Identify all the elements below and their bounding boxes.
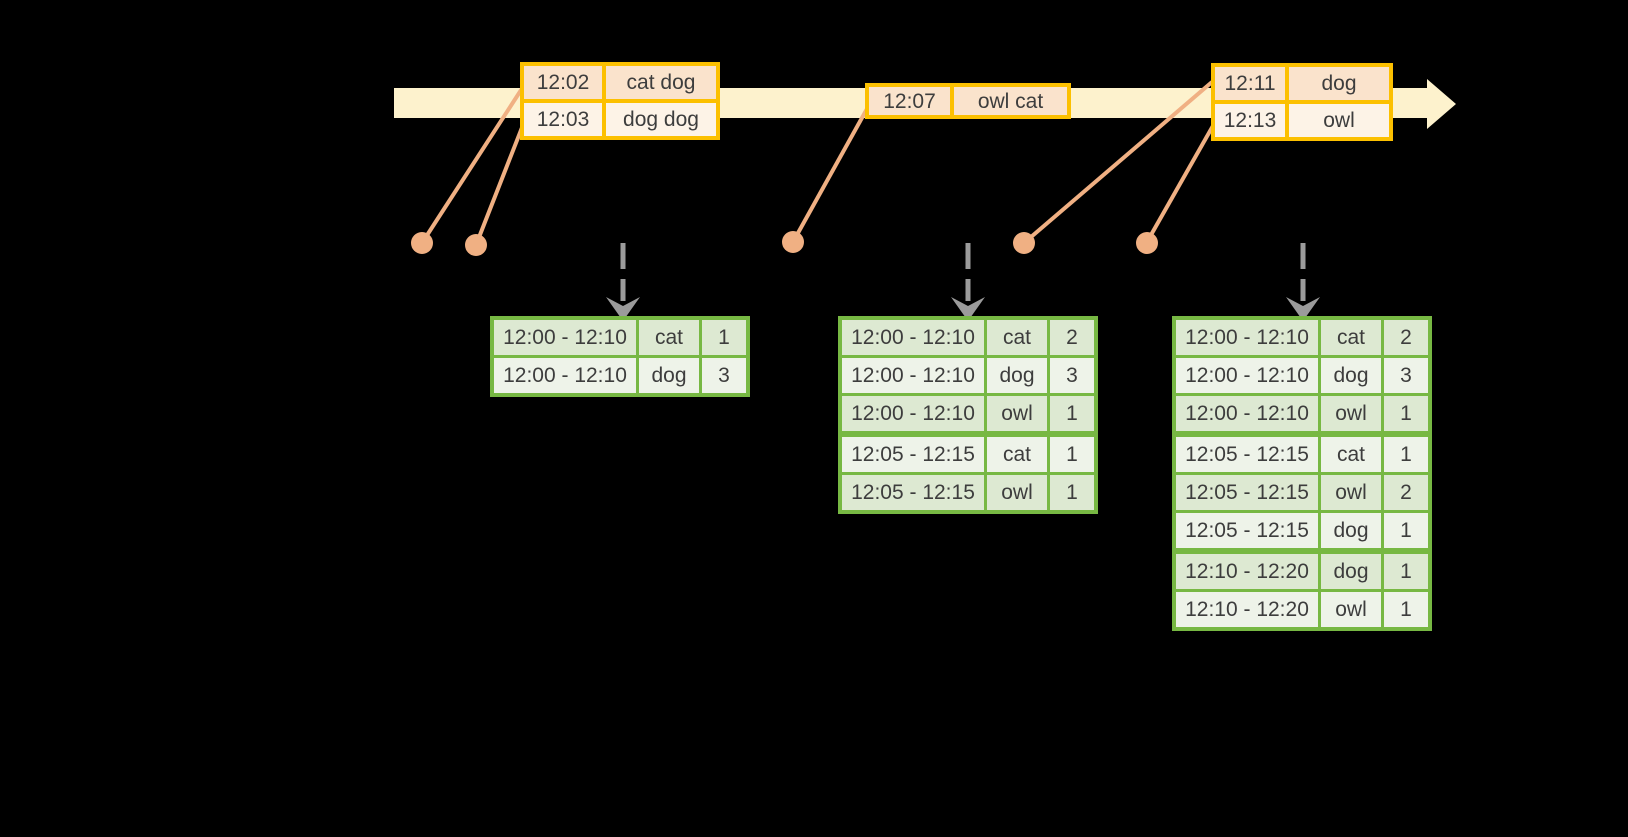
- table-row: 12:00 - 12:10 dog 3: [838, 355, 1098, 396]
- connector-line: [474, 124, 525, 246]
- event-words-cell: owl cat: [950, 83, 1071, 119]
- count-cell: 2: [1047, 316, 1098, 358]
- table-row: 12:05 - 12:15 dog 1: [1172, 510, 1432, 553]
- word-cell: dog: [636, 355, 702, 397]
- table-row: 12:00 - 12:10 dog 3: [490, 355, 750, 397]
- word-cell: owl: [984, 472, 1050, 514]
- input-events-table-3: 12:11 dog 12:13 owl: [1211, 63, 1393, 141]
- count-cell: 1: [1381, 510, 1432, 553]
- input-events-table-2: 12:07 owl cat: [865, 83, 1071, 119]
- event-dot-icon: [1013, 232, 1035, 254]
- count-cell: 1: [1381, 548, 1432, 592]
- table-row: 12:05 - 12:15 cat 1: [1172, 431, 1432, 475]
- table-row: 12:10 - 12:20 dog 1: [1172, 548, 1432, 592]
- word-cell: owl: [1318, 472, 1384, 513]
- table-row: 12:00 - 12:10 cat 2: [838, 316, 1098, 358]
- table-row: 12:07 owl cat: [865, 83, 1071, 119]
- event-words-cell: dog: [1285, 63, 1393, 104]
- count-cell: 1: [699, 316, 750, 358]
- result-counts-table-3: 12:00 - 12:10 cat 2 12:00 - 12:10 dog 3 …: [1172, 316, 1432, 631]
- table-row: 12:02 cat dog: [520, 62, 720, 103]
- table-row: 12:00 - 12:10 cat 1: [490, 316, 750, 358]
- window-cell: 12:05 - 12:15: [838, 472, 987, 514]
- table-row: 12:00 - 12:10 dog 3: [1172, 355, 1432, 396]
- window-cell: 12:00 - 12:10: [1172, 355, 1321, 396]
- event-dot-icon: [1136, 232, 1158, 254]
- count-cell: 1: [1381, 589, 1432, 631]
- count-cell: 1: [1381, 393, 1432, 436]
- window-cell: 12:05 - 12:15: [1172, 510, 1321, 553]
- table-row: 12:00 - 12:10 owl 1: [1172, 393, 1432, 436]
- table-row: 12:05 - 12:15 owl 2: [1172, 472, 1432, 513]
- event-time-cell: 12:07: [865, 83, 954, 119]
- event-time-cell: 12:11: [1211, 63, 1289, 104]
- table-row: 12:03 dog dog: [520, 99, 720, 140]
- table-row: 12:05 - 12:15 cat 1: [838, 431, 1098, 475]
- count-cell: 1: [1381, 431, 1432, 475]
- window-cell: 12:00 - 12:10: [490, 316, 639, 358]
- window-cell: 12:05 - 12:15: [1172, 431, 1321, 475]
- count-cell: 2: [1381, 472, 1432, 513]
- word-cell: owl: [1318, 393, 1384, 436]
- window-cell: 12:00 - 12:10: [838, 316, 987, 358]
- word-cell: cat: [984, 316, 1050, 358]
- word-cell: owl: [984, 393, 1050, 436]
- count-cell: 3: [699, 355, 750, 397]
- event-dot-icon: [782, 231, 804, 253]
- table-row: 12:00 - 12:10 cat 2: [1172, 316, 1432, 358]
- event-time-cell: 12:02: [520, 62, 606, 103]
- event-dot-icon: [465, 234, 487, 256]
- table-row: 12:05 - 12:15 owl 1: [838, 472, 1098, 514]
- window-cell: 12:05 - 12:15: [838, 431, 987, 475]
- event-dot-icon: [411, 232, 433, 254]
- connector-line: [791, 106, 870, 243]
- table-row: 12:13 owl: [1211, 100, 1393, 141]
- count-cell: 2: [1381, 316, 1432, 358]
- word-cell: dog: [1318, 548, 1384, 592]
- word-cell: dog: [1318, 355, 1384, 396]
- word-cell: cat: [636, 316, 702, 358]
- result-counts-table-1: 12:00 - 12:10 cat 1 12:00 - 12:10 dog 3: [490, 316, 750, 397]
- window-cell: 12:10 - 12:20: [1172, 589, 1321, 631]
- table-row: 12:11 dog: [1211, 63, 1393, 104]
- word-cell: cat: [984, 431, 1050, 475]
- count-cell: 1: [1047, 472, 1098, 514]
- word-cell: owl: [1318, 589, 1384, 631]
- event-time-cell: 12:03: [520, 99, 606, 140]
- word-cell: dog: [984, 355, 1050, 396]
- word-cell: cat: [1318, 316, 1384, 358]
- event-words-cell: owl: [1285, 100, 1393, 141]
- count-cell: 3: [1047, 355, 1098, 396]
- window-cell: 12:00 - 12:10: [490, 355, 639, 397]
- window-cell: 12:00 - 12:10: [838, 393, 987, 436]
- word-cell: cat: [1318, 431, 1384, 475]
- event-words-cell: cat dog: [602, 62, 720, 103]
- word-cell: dog: [1318, 510, 1384, 553]
- event-time-cell: 12:13: [1211, 100, 1289, 141]
- window-cell: 12:10 - 12:20: [1172, 548, 1321, 592]
- window-cell: 12:05 - 12:15: [1172, 472, 1321, 513]
- connector-line: [1145, 123, 1216, 243]
- count-cell: 1: [1047, 393, 1098, 436]
- table-row: 12:10 - 12:20 owl 1: [1172, 589, 1432, 631]
- table-row: 12:00 - 12:10 owl 1: [838, 393, 1098, 436]
- timeline-arrowhead-icon: [1427, 79, 1456, 129]
- window-cell: 12:00 - 12:10: [838, 355, 987, 396]
- event-words-cell: dog dog: [602, 99, 720, 140]
- input-events-table-1: 12:02 cat dog 12:03 dog dog: [520, 62, 720, 140]
- window-cell: 12:00 - 12:10: [1172, 316, 1321, 358]
- result-counts-table-2: 12:00 - 12:10 cat 2 12:00 - 12:10 dog 3 …: [838, 316, 1098, 514]
- window-cell: 12:00 - 12:10: [1172, 393, 1321, 436]
- count-cell: 3: [1381, 355, 1432, 396]
- count-cell: 1: [1047, 431, 1098, 475]
